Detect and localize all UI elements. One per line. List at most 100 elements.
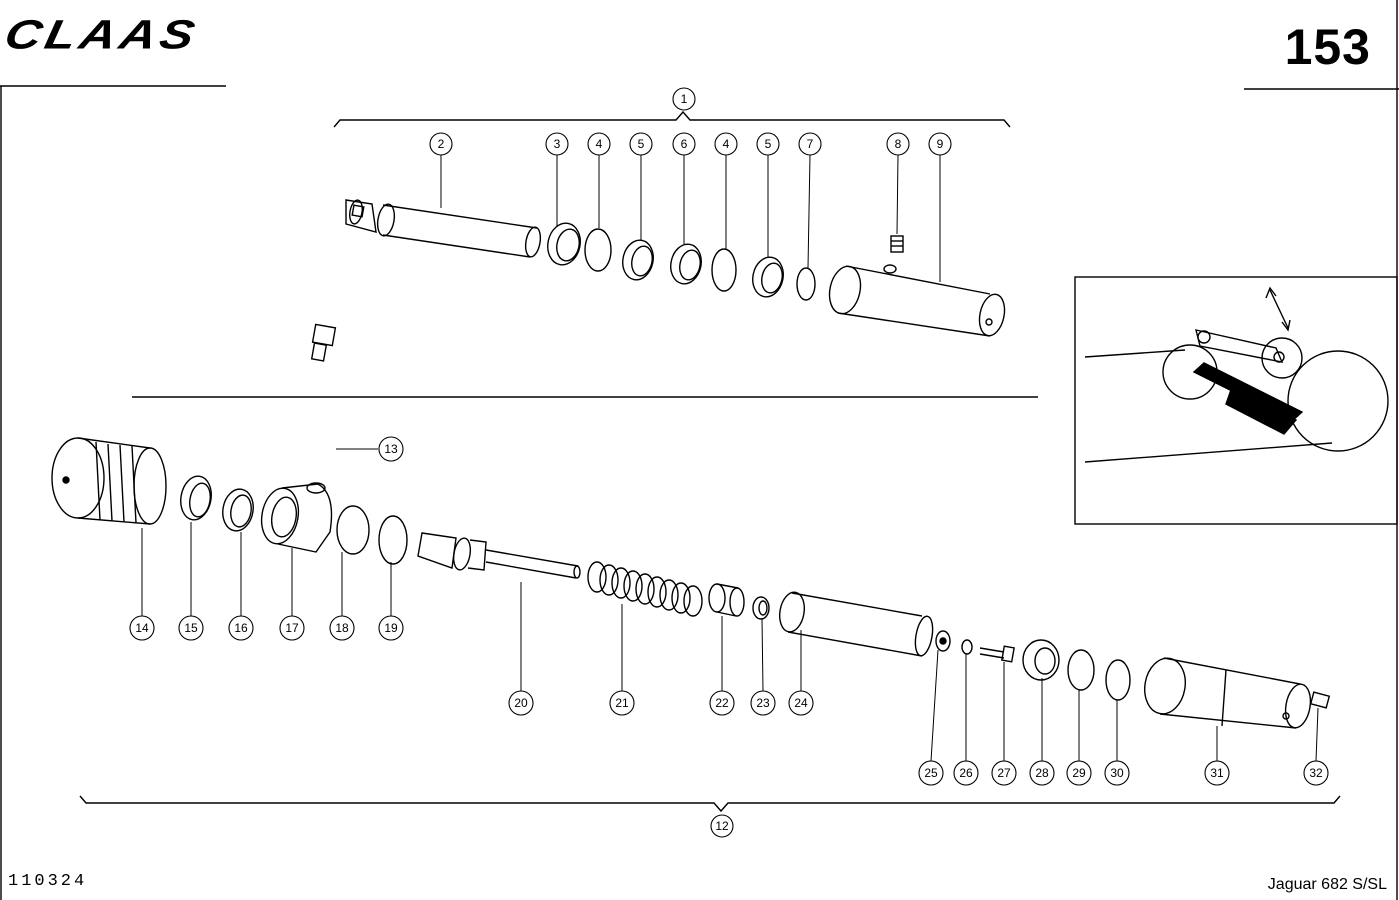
document-code: 110324 bbox=[8, 872, 88, 891]
callout-circle-20 bbox=[508, 690, 534, 716]
callout-circle-15 bbox=[178, 615, 204, 641]
callout-circle-25 bbox=[918, 760, 944, 786]
part-bolt-27 bbox=[979, 645, 1015, 663]
callout-circle-7 bbox=[798, 132, 822, 156]
part-ring-5a bbox=[622, 239, 654, 281]
part-grease-nipple-8 bbox=[890, 235, 904, 253]
callout-3: 3 bbox=[554, 137, 561, 151]
callout-4a: 4 bbox=[596, 137, 603, 151]
part-rod-20 bbox=[417, 532, 581, 579]
part-ring-16 bbox=[222, 488, 254, 532]
callout-circle-16 bbox=[228, 615, 254, 641]
part-guide-ring-6 bbox=[670, 243, 702, 285]
machine-model: Jaguar 682 S/SL bbox=[1267, 876, 1387, 893]
callout-1: 1 bbox=[681, 92, 688, 106]
callout-16: 16 bbox=[234, 621, 248, 635]
callout-17: 17 bbox=[285, 621, 299, 635]
part-end-housing-17 bbox=[260, 482, 333, 553]
part-o-ring-4a bbox=[584, 228, 612, 272]
callout-circle-21 bbox=[609, 690, 635, 716]
callout-25: 25 bbox=[924, 766, 938, 780]
callout-circle-4a bbox=[587, 132, 611, 156]
part-tube-24 bbox=[778, 591, 934, 657]
callout-circle-28 bbox=[1029, 760, 1055, 786]
bracket-assembly-12 bbox=[79, 795, 1341, 813]
part-nut-28 bbox=[1022, 639, 1060, 681]
part-ring-15 bbox=[180, 475, 212, 521]
callout-7: 7 bbox=[807, 137, 814, 151]
callout-2: 2 bbox=[438, 137, 445, 151]
callout-26: 26 bbox=[959, 766, 973, 780]
callout-circle-8 bbox=[886, 132, 910, 156]
callout-circle-29 bbox=[1066, 760, 1092, 786]
part-o-ring-7 bbox=[796, 267, 816, 301]
bracket-assembly-1 bbox=[333, 110, 1011, 128]
callout-32: 32 bbox=[1309, 766, 1323, 780]
part-spring-21 bbox=[587, 561, 703, 617]
callout-circle-5b bbox=[756, 132, 780, 156]
page-number: 153 bbox=[1284, 19, 1371, 75]
callout-12: 12 bbox=[715, 819, 729, 833]
callout-circle-5a bbox=[629, 132, 653, 156]
callout-20: 20 bbox=[514, 696, 528, 710]
callout-31: 31 bbox=[1210, 766, 1224, 780]
part-cylinder-31 bbox=[1144, 657, 1312, 729]
callout-5a: 5 bbox=[638, 137, 645, 151]
part-washer-25 bbox=[935, 630, 951, 652]
part-o-ring-4b bbox=[711, 248, 737, 292]
part-o-ring-18 bbox=[336, 505, 370, 555]
callout-5b: 5 bbox=[765, 137, 772, 151]
callout-circle-26 bbox=[953, 760, 979, 786]
callout-13: 13 bbox=[384, 442, 398, 456]
callout-24: 24 bbox=[794, 696, 808, 710]
callout-27: 27 bbox=[997, 766, 1011, 780]
part-o-ring-30 bbox=[1105, 659, 1131, 701]
callout-21: 21 bbox=[615, 696, 629, 710]
callout-circle-12 bbox=[710, 814, 734, 838]
part-washer-26 bbox=[961, 639, 973, 655]
callout-circle-4b bbox=[714, 132, 738, 156]
callout-30: 30 bbox=[1110, 766, 1124, 780]
callout-circle-22 bbox=[709, 690, 735, 716]
callout-4b: 4 bbox=[723, 137, 730, 151]
callout-circle-24 bbox=[788, 690, 814, 716]
callout-circle-31 bbox=[1204, 760, 1230, 786]
part-ring-23 bbox=[752, 596, 770, 620]
callout-circle-1 bbox=[672, 87, 696, 111]
callout-circle-9 bbox=[928, 132, 952, 156]
part-bellows-boot-14 bbox=[51, 437, 167, 525]
part-bushing-22 bbox=[708, 583, 745, 617]
callout-circle-32 bbox=[1303, 760, 1329, 786]
part-piston-rod bbox=[345, 199, 542, 258]
callout-19: 19 bbox=[384, 621, 398, 635]
callout-8: 8 bbox=[895, 137, 902, 151]
callout-15: 15 bbox=[184, 621, 198, 635]
callout-22: 22 bbox=[715, 696, 729, 710]
leader-lines bbox=[141, 154, 1319, 762]
callout-circle-27 bbox=[991, 760, 1017, 786]
callout-circle-6 bbox=[672, 132, 696, 156]
callout-circle-3 bbox=[545, 132, 569, 156]
part-ring-5b bbox=[752, 256, 784, 298]
callout-circle-23 bbox=[750, 690, 776, 716]
callout-circle-2 bbox=[429, 132, 453, 156]
callout-23: 23 bbox=[756, 696, 770, 710]
callout-circle-30 bbox=[1104, 760, 1130, 786]
inset-mounting-view bbox=[1074, 276, 1398, 525]
part-fitting-13 bbox=[310, 323, 337, 362]
callout-28: 28 bbox=[1035, 766, 1049, 780]
callout-6: 6 bbox=[681, 137, 688, 151]
callout-18: 18 bbox=[335, 621, 349, 635]
callout-14: 14 bbox=[135, 621, 149, 635]
callout-circle-17 bbox=[279, 615, 305, 641]
callout-circle-13 bbox=[378, 436, 404, 462]
part-seal-ring-3 bbox=[547, 222, 581, 266]
callout-29: 29 bbox=[1072, 766, 1086, 780]
callout-circle-19 bbox=[378, 615, 404, 641]
callout-9: 9 bbox=[937, 137, 944, 151]
callout-circle-14 bbox=[129, 615, 155, 641]
part-grease-nipple-32 bbox=[1309, 691, 1331, 709]
part-o-ring-29 bbox=[1067, 649, 1095, 691]
